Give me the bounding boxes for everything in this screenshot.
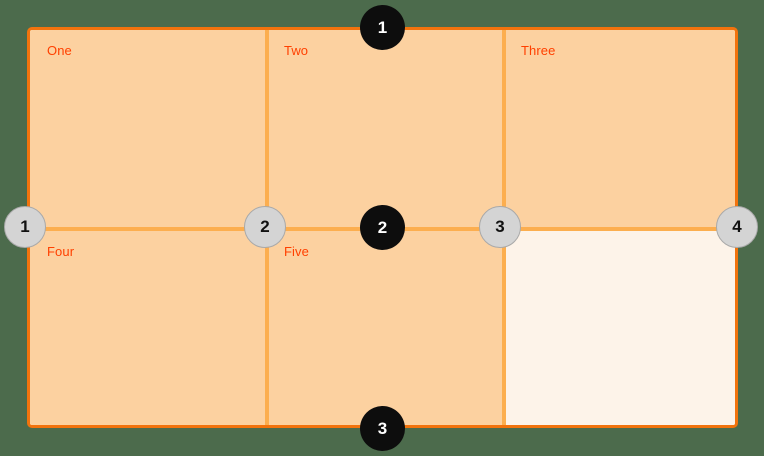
table-frame: One Two Three Four Five [27, 27, 738, 428]
row-handle-2[interactable]: 2 [360, 205, 405, 250]
cell-label-two: Two [284, 43, 309, 58]
column-handle-1-label: 1 [20, 217, 30, 236]
row-handle-1-label: 1 [377, 17, 388, 37]
table-cell-r2c1[interactable]: Four [30, 231, 267, 425]
table-cell-r2c2[interactable]: Five [267, 231, 504, 425]
cell-label-four: Four [47, 244, 75, 259]
row-handle-1[interactable]: 1 [360, 5, 405, 50]
column-handle-3-label: 3 [495, 217, 505, 236]
column-handle-2[interactable]: 2 [244, 206, 286, 248]
cell-label-one: One [47, 43, 72, 58]
row-handle-2-label: 2 [377, 217, 388, 237]
column-handle-4-label: 4 [732, 217, 742, 236]
column-handle-2-label: 2 [260, 217, 270, 236]
table-cell-r1c1[interactable]: One [30, 30, 267, 227]
column-handle-3[interactable]: 3 [479, 206, 521, 248]
table-cell-r2c3[interactable] [504, 231, 735, 425]
column-handle-4[interactable]: 4 [716, 206, 758, 248]
cell-label-five: Five [284, 244, 309, 259]
table-cell-r1c3[interactable]: Three [504, 30, 735, 227]
row-handle-3[interactable]: 3 [360, 406, 405, 451]
column-handle-1[interactable]: 1 [4, 206, 46, 248]
cell-label-three: Three [521, 43, 556, 58]
row-handle-3-label: 3 [377, 418, 388, 438]
table-cell-r1c2[interactable]: Two [267, 30, 504, 227]
